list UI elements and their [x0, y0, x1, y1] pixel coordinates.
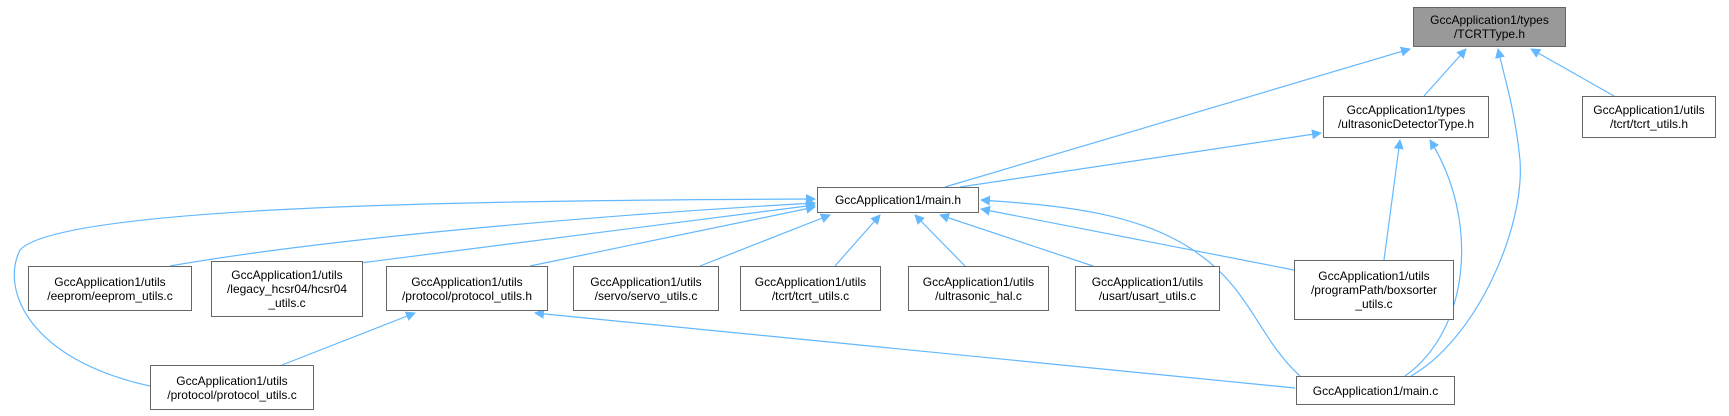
- node-usart-utils-c[interactable]: GccApplication1/utils /usart/usart_utils…: [1075, 266, 1220, 311]
- node-main-h[interactable]: GccApplication1/main.h: [817, 187, 979, 213]
- edge-main_c-to-ultrasonicdetectortype_h: [1404, 139, 1463, 377]
- edge-ultrasonic_hal_c-to-main_h: [914, 214, 966, 267]
- edge-protocol_utils_h-to-main_h: [529, 203, 816, 267]
- edge-hcsr04_utils_c-to-main_h: [359, 201, 816, 264]
- node-label-line: /TCRTType.h: [1453, 27, 1526, 41]
- edge-protocol_utils_c-to-protocol_utils_h: [281, 311, 416, 366]
- edge-boxsorter_utils_c-to-main_h: [980, 205, 1295, 271]
- node-label-line: /protocol/protocol_utils.c: [167, 387, 297, 402]
- node-boxsorter-utils-c[interactable]: GccApplication1/utils /programPath/boxso…: [1294, 260, 1454, 320]
- edge-eeprom_utils_c-to-main_h: [169, 198, 816, 267]
- node-label-line: GccApplication1/utils: [411, 274, 523, 289]
- edge-main_c-to-protocol_utils_h: [534, 308, 1296, 389]
- node-label-line: GccApplication1/utils: [54, 274, 166, 289]
- node-label-line: GccApplication1/types: [1430, 13, 1549, 27]
- node-label-line: /servo/servo_utils.c: [594, 288, 698, 303]
- node-tcrttype-h: GccApplication1/types /TCRTType.h: [1413, 7, 1566, 47]
- edge-usart_utils_c-to-main_h: [939, 213, 1094, 267]
- node-hcsr04-utils-c[interactable]: GccApplication1/utils /legacy_hcsr04/hcs…: [211, 261, 363, 317]
- node-label-line: /ultrasonicDetectorType.h: [1337, 117, 1475, 131]
- node-protocol-utils-h[interactable]: GccApplication1/utils /protocol/protocol…: [386, 266, 548, 311]
- node-label-line: /ultrasonic_hal.c: [935, 288, 1022, 303]
- edge-tcrt_utils_c-to-main_h: [834, 214, 881, 267]
- node-ultrasonicdetectortype-h[interactable]: GccApplication1/types /ultrasonicDetecto…: [1323, 96, 1489, 138]
- node-label-line: GccApplication1/utils: [922, 274, 1035, 289]
- node-main-c[interactable]: GccApplication1/main.c: [1296, 376, 1455, 405]
- node-label-line: /tcrt/tcrt_utils.h: [1609, 117, 1689, 131]
- node-label-line: /programPath/boxsorter: [1310, 283, 1438, 297]
- node-label-line: GccApplication1/utils: [1593, 103, 1705, 117]
- node-tcrt-utils-c[interactable]: GccApplication1/utils /tcrt/tcrt_utils.c: [740, 266, 881, 311]
- edge-boxsorter_utils_c-to-ultrasonicdetectortype_h: [1383, 139, 1404, 261]
- node-label-line: _utils.c: [1355, 297, 1393, 311]
- node-protocol-utils-c[interactable]: GccApplication1/utils /protocol/protocol…: [150, 365, 314, 410]
- node-label-line: GccApplication1/utils: [754, 274, 867, 289]
- edge-main_h-to-tcrttype_h: [944, 46, 1411, 188]
- node-label-line: /legacy_hcsr04/hcsr04: [226, 282, 348, 296]
- node-label-line: GccApplication1/main.c: [1312, 383, 1439, 398]
- node-label-line: /protocol/protocol_utils.h: [401, 288, 533, 303]
- node-tcrt-utils-h[interactable]: GccApplication1/utils /tcrt/tcrt_utils.h: [1582, 96, 1716, 138]
- edge-main_c-to-tcrttype_h: [1410, 48, 1521, 377]
- node-label-line: /usart/usart_utils.c: [1098, 288, 1197, 303]
- node-label-line: GccApplication1/main.h: [834, 193, 962, 207]
- node-label-line: GccApplication1/utils: [1318, 269, 1430, 283]
- node-servo-utils-c[interactable]: GccApplication1/utils /servo/servo_utils…: [573, 266, 719, 311]
- node-label-line: GccApplication1/utils: [176, 373, 288, 388]
- edge-main_c-to-main_h: [980, 195, 1301, 377]
- node-label-line: GccApplication1/utils: [1091, 274, 1204, 289]
- edge-servo_utils_c-to-main_h: [699, 213, 831, 267]
- node-ultrasonic-hal-c[interactable]: GccApplication1/utils /ultrasonic_hal.c: [908, 266, 1049, 311]
- edge-tcrt_utils_h-to-tcrttype_h: [1530, 48, 1615, 97]
- node-label-line: GccApplication1/utils: [590, 274, 702, 289]
- node-label-line: GccApplication1/utils: [231, 268, 343, 282]
- node-label-line: /tcrt/tcrt_utils.c: [771, 288, 850, 303]
- edge-ultrasonicdetectortype_h-to-tcrttype_h: [1423, 48, 1467, 97]
- node-label-line: GccApplication1/types: [1346, 103, 1466, 117]
- node-label-line: /eeprom/eeprom_utils.c: [47, 288, 173, 303]
- node-eeprom-utils-c[interactable]: GccApplication1/utils /eeprom/eeprom_uti…: [28, 266, 192, 311]
- edge-main_h-to-ultrasonicdetectortype_h: [959, 129, 1322, 188]
- edge-protocol_utils_c-to-main_h: [13, 194, 816, 387]
- node-label-line: _utils.c: [268, 296, 306, 310]
